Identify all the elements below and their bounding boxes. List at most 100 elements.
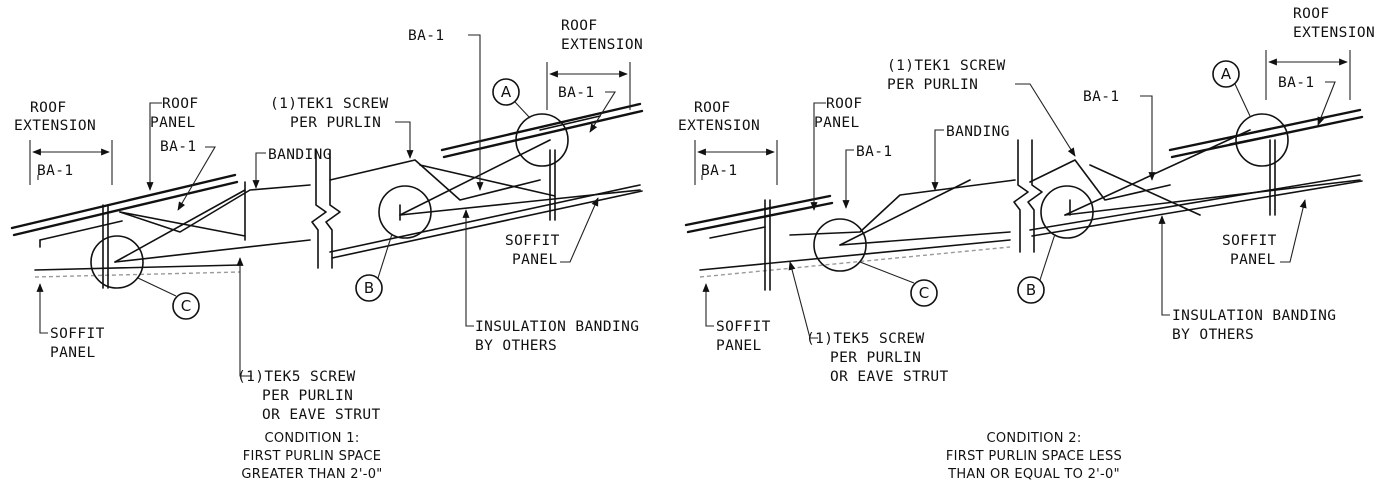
tek5-label-2: PER PURLIN	[830, 350, 921, 366]
roof-extension-right-label-1: ROOF	[1293, 6, 1330, 22]
roof-panel-geometry	[10, 102, 644, 248]
soffit-left-leader	[36, 283, 48, 334]
soffit-right-leader	[1280, 199, 1307, 263]
roof-extension-left-dim: BA-1	[29, 140, 113, 185]
ba1-top-leader	[468, 34, 484, 191]
tek5-leader	[788, 261, 818, 339]
soffit-right-leader	[560, 197, 599, 263]
tek5-label-1: (1)TEK5 SCREW	[237, 369, 356, 385]
insulation-label-2: BY OTHERS	[1172, 327, 1254, 343]
bubble-a: A	[1212, 60, 1251, 117]
condition-2-detail: A B C BA-1 ROOF EXTENSION ROOF PANEL BA-…	[678, 6, 1375, 482]
soffit-right-label-2: PANEL	[512, 252, 558, 268]
roof-panel-label-1: ROOF	[826, 96, 863, 112]
insulation-label-1: INSULATION BANDING	[475, 319, 639, 335]
svg-text:C: C	[181, 297, 191, 315]
soffit-left-leader	[702, 283, 714, 327]
ba1-top-label: BA-1	[1083, 89, 1120, 105]
soffit-panel-geometry	[699, 174, 1363, 278]
ba1-left-leader	[842, 149, 854, 209]
tek1-leader	[395, 121, 414, 159]
soffit-right-label-1: SOFFIT	[505, 233, 560, 249]
banding-geometry	[789, 129, 1361, 246]
tek1-label-1: (1)TEK1 SCREW	[270, 96, 389, 112]
insulation-label-1: INSULATION BANDING	[1172, 308, 1336, 324]
svg-text:A: A	[501, 83, 512, 101]
ba1-top-label: BA-1	[408, 28, 445, 44]
ba1-left-label: BA-1	[856, 144, 893, 160]
soffit-right-label-2: PANEL	[1230, 252, 1276, 268]
condition-1-detail: A B C BA-1 ROOF EXTENSION ROOF PANEL BA-…	[10, 18, 644, 482]
ba1-top-leader	[1140, 95, 1156, 181]
detail-circle-b	[1040, 185, 1094, 239]
soffit-right-label-1: SOFFIT	[1222, 233, 1277, 249]
roof-panel-leader	[146, 102, 162, 191]
break-line	[311, 149, 341, 269]
bubble-c: C	[859, 261, 938, 307]
roof-extension-left-label-1: ROOF	[694, 100, 731, 116]
tek5-label-1: (1)TEK5 SCREW	[806, 331, 925, 347]
tek1-label-2: PER PURLIN	[887, 77, 978, 93]
soffit-left-label-1: SOFFIT	[716, 319, 771, 335]
bubble-c: C	[137, 277, 200, 320]
roof-panel-geometry	[684, 108, 1364, 239]
condition-2-line-2: FIRST PURLIN SPACE LESS	[946, 449, 1122, 464]
purlin-geometry	[764, 139, 1276, 291]
roof-extension-right-label-2: EXTENSION	[561, 37, 643, 53]
svg-text:BA-1: BA-1	[37, 163, 74, 179]
roof-extension-left-label-2: EXTENSION	[14, 118, 96, 134]
insulation-leader	[462, 209, 474, 327]
condition-1-line-3: GREATER THAN 2'-0"	[241, 467, 382, 482]
detail-circle-a	[1235, 113, 1289, 167]
soffit-left-label-1: SOFFIT	[50, 326, 105, 342]
detail-circle-c	[90, 235, 144, 289]
bubble-b: B	[355, 233, 393, 302]
svg-text:C: C	[919, 284, 929, 302]
roof-panel-label-2: PANEL	[814, 115, 860, 131]
svg-text:BA-1: BA-1	[1278, 75, 1315, 91]
roof-extension-right-label-2: EXTENSION	[1293, 25, 1375, 41]
banding-geometry	[114, 139, 641, 263]
tek1-label-2: PER PURLIN	[290, 115, 381, 131]
banding-leader	[252, 152, 266, 189]
svg-text:B: B	[1026, 281, 1036, 299]
ba1-left-label: BA-1	[160, 139, 197, 155]
break-line	[1013, 139, 1043, 253]
svg-text:B: B	[364, 279, 374, 297]
roof-extension-right-dim: BA-1	[546, 62, 631, 133]
roof-panel-label-1: ROOF	[162, 96, 199, 112]
insulation-label-2: BY OTHERS	[475, 338, 557, 354]
banding-leader	[931, 129, 944, 191]
tek5-leader	[236, 257, 252, 377]
roof-extension-left-label-1: ROOF	[30, 100, 67, 116]
banding-label: BANDING	[268, 147, 332, 163]
detail-circle-a	[515, 113, 569, 167]
svg-text:BA-1: BA-1	[701, 163, 738, 179]
bubble-b: B	[1017, 233, 1056, 304]
roof-panel-label-2: PANEL	[150, 115, 196, 131]
tek1-label-1: (1)TEK1 SCREW	[887, 58, 1006, 74]
tek5-label-3: OR EAVE STRUT	[262, 407, 381, 423]
insulation-leader	[1158, 215, 1170, 316]
condition-1-line-2: FIRST PURLIN SPACE	[243, 449, 382, 464]
tek5-label-3: OR EAVE STRUT	[830, 369, 949, 385]
soffit-left-label-2: PANEL	[716, 338, 762, 354]
condition-2-line-3: THAN OR EQUAL TO 2'-0"	[947, 467, 1120, 482]
svg-text:BA-1: BA-1	[558, 85, 595, 101]
tek1-leader	[1015, 83, 1076, 157]
roof-panel-leader	[810, 102, 826, 211]
condition-2-title: CONDITION 2:	[987, 431, 1082, 446]
detail-circle-b	[378, 185, 432, 239]
banding-label: BANDING	[946, 124, 1010, 140]
svg-text:A: A	[1221, 65, 1232, 83]
ba1-left-leader	[177, 146, 216, 211]
condition-1-title: CONDITION 1:	[265, 431, 360, 446]
soffit-left-label-2: PANEL	[50, 345, 96, 361]
roof-extension-right-label-1: ROOF	[561, 18, 598, 34]
tek5-label-2: PER PURLIN	[262, 388, 353, 404]
detail-circle-c	[813, 218, 867, 272]
roof-extension-left-dim: BA-1	[694, 140, 778, 185]
roof-extension-right-dim: BA-1	[1265, 50, 1351, 126]
